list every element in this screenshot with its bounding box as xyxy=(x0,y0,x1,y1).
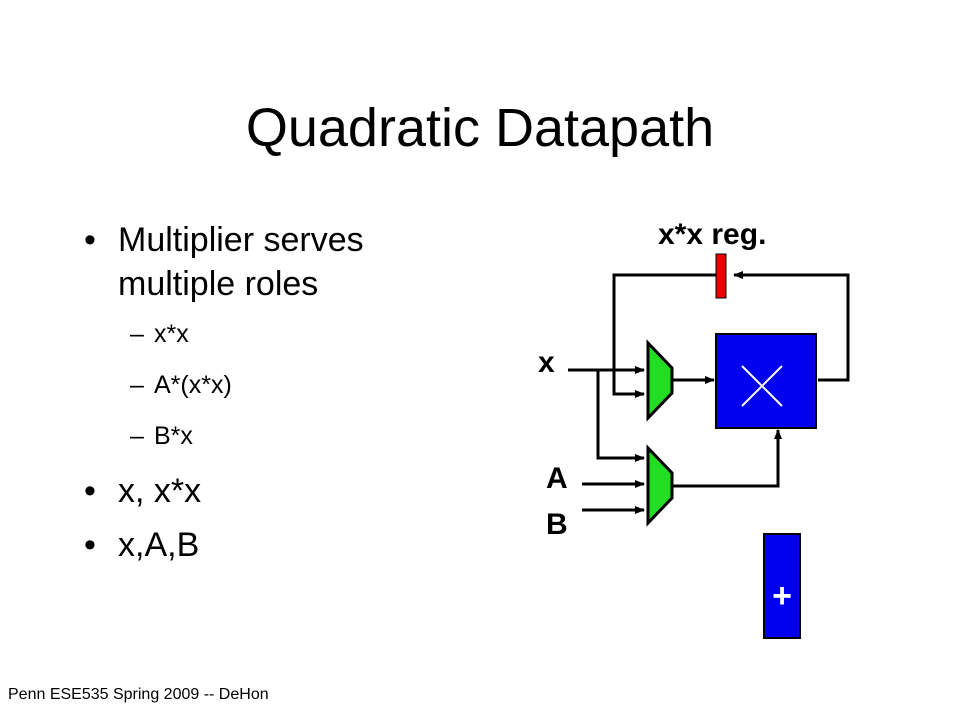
wires xyxy=(568,271,850,514)
plus-icon: + xyxy=(772,577,792,615)
input-b-label: B xyxy=(546,508,568,541)
input-a-label: A xyxy=(546,462,568,495)
sub-bullet-item: x*x xyxy=(130,316,480,352)
bullet-item: x,A,B xyxy=(80,523,480,567)
input-x-label: x xyxy=(538,346,555,379)
slide-footer: Penn ESE535 Spring 2009 -- DeHon xyxy=(8,686,269,703)
bullet-list: Multiplier serves multiple roles x*x A*(… xyxy=(80,218,480,577)
sub-bullet-item: B*x xyxy=(130,418,480,454)
bullet-item: x, x*x xyxy=(80,469,480,513)
sub-bullet-item: A*(x*x) xyxy=(130,367,480,403)
slide-title: Quadratic Datapath xyxy=(245,98,715,158)
multiply-icon xyxy=(741,365,783,407)
mux-bottom xyxy=(646,444,674,527)
adder-block xyxy=(763,533,801,639)
mux-top xyxy=(646,339,674,422)
xx-register xyxy=(715,253,727,299)
bullet-item: Multiplier serves multiple roles xyxy=(80,218,480,306)
register-label: x*x reg. xyxy=(658,218,766,251)
